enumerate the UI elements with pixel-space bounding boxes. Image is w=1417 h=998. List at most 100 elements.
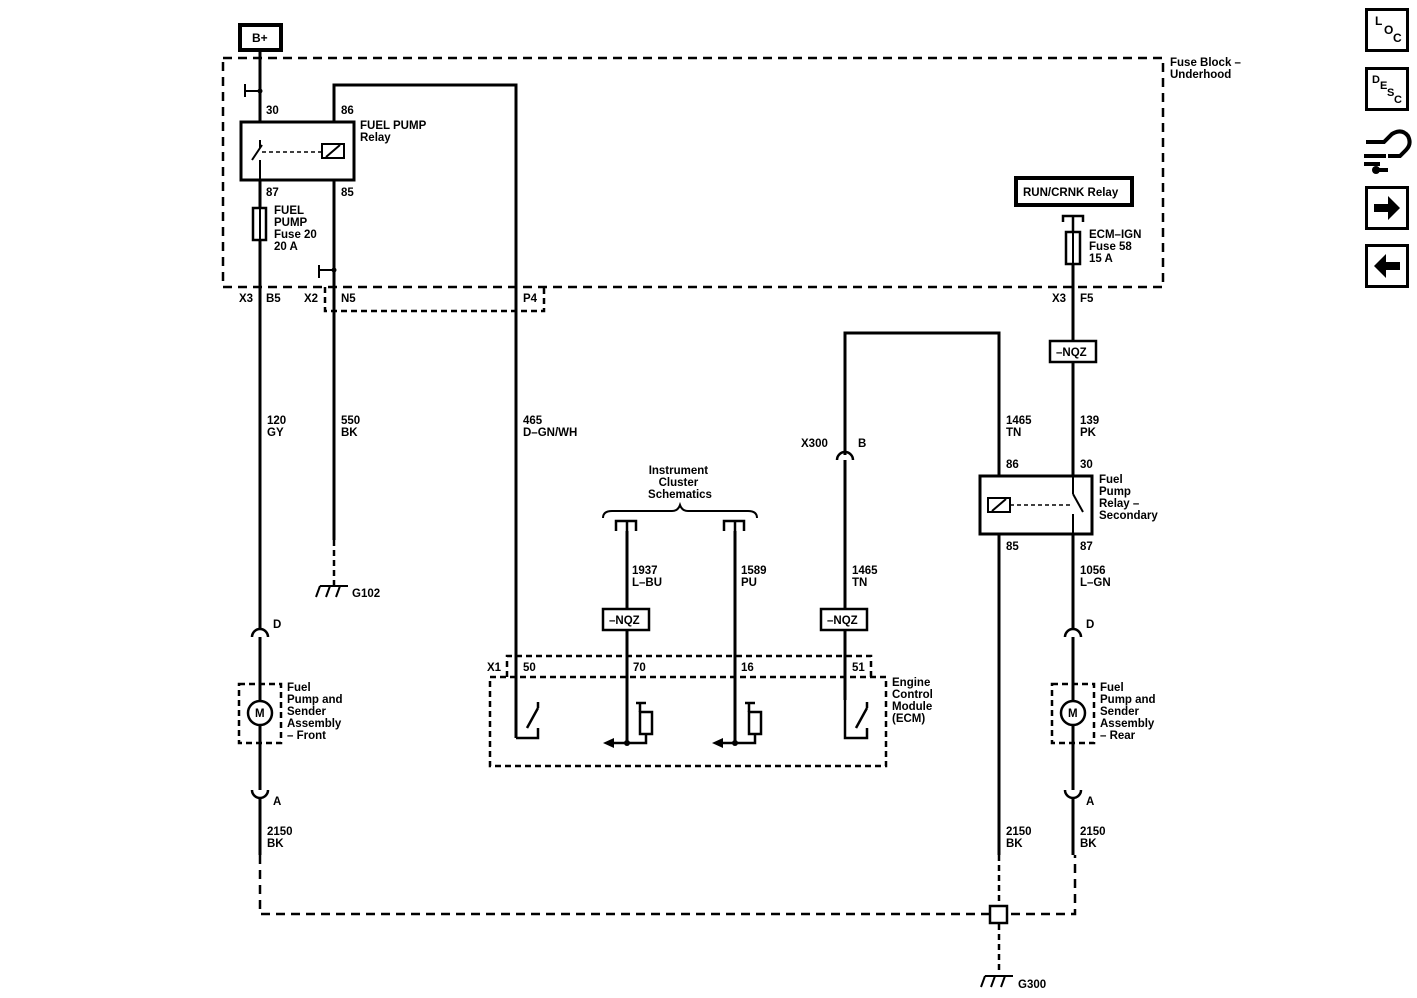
pin-85: 85 [341,187,354,199]
sec-pin-85: 85 [1006,541,1019,553]
conn-x1: X1 [487,662,502,674]
wire-label-2150-rear: 2150 BK [1080,826,1109,850]
secondary-relay-coil-slash [991,498,1007,512]
motor-label-rear: M [1068,708,1078,720]
ground-splice [988,904,1009,925]
location-button[interactable]: L O C [1365,8,1409,52]
conn-n5: N5 [341,293,356,305]
fuse-block-boundary [221,56,1165,289]
cluster-terminal-right [722,519,746,531]
ecm-pin-70: 70 [633,662,646,674]
ecm-pin-50: 50 [523,662,536,674]
sec-pin-30: 30 [1080,459,1093,471]
run-crnk-terminal [1061,214,1085,232]
ecm-connector-x1 [505,654,873,677]
wire-label-1465-bottom: 1465 TN [852,565,881,589]
previous-button[interactable] [1365,244,1409,288]
ground-g102-label: G102 [352,588,380,600]
wire-label-2150-front: 2150 BK [267,826,296,850]
wire-relay-86-to-ecm [332,83,518,738]
loc-letter-o: O [1384,23,1393,37]
pump-front-label: Fuel Pump and Sender Assembly – Front [287,682,346,742]
wire-1465-tn [843,331,1001,476]
fuse-block-label: Fuse Block – Underhood [1170,57,1244,81]
next-button[interactable] [1365,186,1409,230]
run-crnk-relay-box [1014,176,1134,207]
desc-letter-c: C [1394,94,1402,106]
ecm-boundary [488,675,888,768]
ecm-ign-fuse-label: ECM–IGN Fuse 58 15 A [1089,229,1145,265]
description-button[interactable]: D E S C [1365,67,1409,111]
desc-letter-d: D [1372,74,1380,86]
wire-label-2150-secondary: 2150 BK [1006,826,1035,850]
loc-letter-c: C [1393,31,1402,45]
nqz-label-right: –NQZ [1056,347,1087,359]
pin-d-rear: D [1086,619,1094,631]
relay-coil-slash [325,144,341,158]
arrow-right-icon [1374,196,1400,220]
conn-x300: X300 [801,438,828,450]
ecm-driver-switch-51 [843,700,869,740]
conn-p4: P4 [523,293,538,305]
pin-87: 87 [266,187,279,199]
conn-b: B [858,438,866,450]
connector-x2-boundary [323,287,546,313]
cluster-terminal-left [614,519,638,531]
desc-letter-e: E [1380,80,1387,92]
ground-bus [258,855,1077,916]
wire-label-1937: 1937 L–BU [632,565,662,589]
connector-d-rear [1063,627,1083,638]
wire-label-1465-top: 1465 TN [1006,415,1035,439]
ground-g300-symbol [980,975,1013,988]
wire-label-1056: 1056 L–GN [1080,565,1111,589]
secondary-relay-blade [1072,493,1084,513]
sec-pin-87: 87 [1080,541,1093,553]
pin-30: 30 [266,105,279,117]
conn-f5: F5 [1080,293,1094,305]
pin-86: 86 [341,105,354,117]
fuel-pump-fuse-label: FUEL PUMP Fuse 20 20 A [274,205,320,253]
ecm-driver-switch-50 [516,702,540,740]
pin-d-front: D [273,619,281,631]
wire-label-1589: 1589 PU [741,565,770,589]
pin-a-rear: A [1086,796,1094,808]
connector-d-front [250,627,270,638]
ecm-pin-16: 16 [741,662,754,674]
secondary-relay-label: Fuel Pump Relay – Secondary [1099,474,1158,522]
cluster-schematics-label: Instrument Cluster Schematics [648,465,712,501]
nqz-label-1465: –NQZ [827,615,858,627]
ecm-pullup-70 [603,701,654,748]
cluster-brace [602,501,758,519]
ecm-pullup-16 [712,701,763,748]
bus-tap-85 [318,265,334,278]
ecm-pin-51: 51 [852,662,865,674]
battery-positive-label: B+ [252,31,268,45]
fuel-pump-relay [239,120,356,182]
loc-letter-l: L [1375,14,1382,28]
pin-a-front: A [273,796,281,808]
nqz-label-1937: –NQZ [609,615,640,627]
connector-a-rear [1063,789,1083,800]
fuel-pump-relay-label: FUEL PUMP Relay [360,120,429,144]
wire-label-139: 139 PK [1080,415,1102,439]
connector-x300 [835,450,855,461]
connector-a-front [250,789,270,800]
conn-x2: X2 [304,293,318,305]
ground-g102-symbol [315,585,348,598]
conn-b5: B5 [266,293,281,305]
motor-label-front: M [255,708,265,720]
arrow-left-icon [1374,254,1400,278]
ground-g300-label: G300 [1018,979,1046,991]
bus-tap-dot-85 [331,267,337,273]
connector-end-view-button[interactable] [1362,122,1414,178]
conn-x3-right: X3 [1052,293,1066,305]
pump-rear-boundary [1050,682,1096,745]
relay-switch-blade [251,144,263,161]
wire-label-120: 120 GY [267,415,289,439]
run-crnk-relay-label: RUN/CRNK Relay [1023,187,1119,199]
connector-end-view-icon [1364,129,1412,174]
bus-tap-dot-left [257,88,263,94]
pump-front-boundary [237,682,283,745]
sec-pin-86: 86 [1006,459,1019,471]
